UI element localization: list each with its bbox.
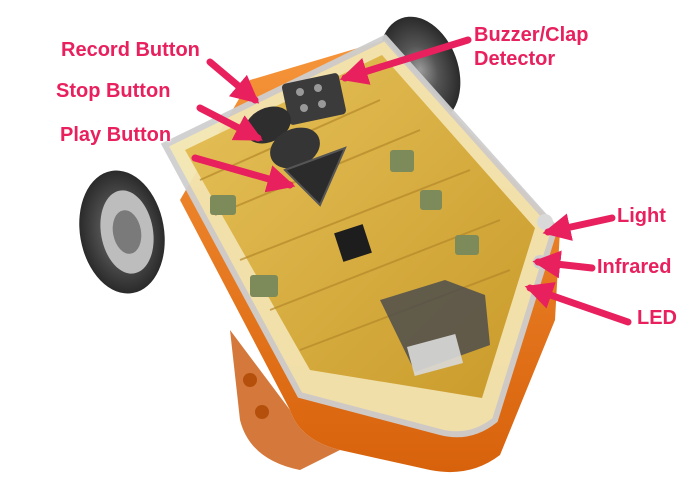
screw — [255, 405, 269, 419]
infrared-sensor-label: Infrared — [597, 256, 672, 278]
led-arrow — [524, 282, 632, 326]
stop-arrow — [196, 104, 263, 142]
board-components — [210, 150, 479, 297]
buzzer — [282, 73, 346, 125]
led-window — [406, 334, 464, 376]
record-button-label: Record Button — [61, 39, 200, 61]
play-arrow — [191, 154, 296, 193]
microcontroller-chip — [334, 224, 372, 262]
stop-button-label: Stop Button — [56, 80, 171, 102]
buzzer-label-line1: Buzzer/Clap — [474, 24, 589, 46]
light-arrow — [542, 213, 616, 241]
buzzer-clap-detector-label: Buzzer/Clap Detector — [474, 23, 588, 71]
screw — [243, 373, 257, 387]
led-label: LED — [637, 307, 677, 329]
play-button-shape — [283, 146, 347, 207]
light-sensor-label: Light — [617, 205, 666, 227]
record-arrow — [206, 58, 260, 104]
buzzer-label-line2: Detector — [474, 48, 556, 70]
left-wheel — [79, 170, 165, 294]
buzzer-arrow — [339, 36, 472, 85]
stop-button-shape — [270, 127, 320, 169]
light-sensor — [537, 214, 553, 230]
front-sensor-housing — [380, 280, 490, 372]
play-button-label: Play Button — [60, 124, 172, 146]
infrared-arrow — [532, 250, 596, 279]
